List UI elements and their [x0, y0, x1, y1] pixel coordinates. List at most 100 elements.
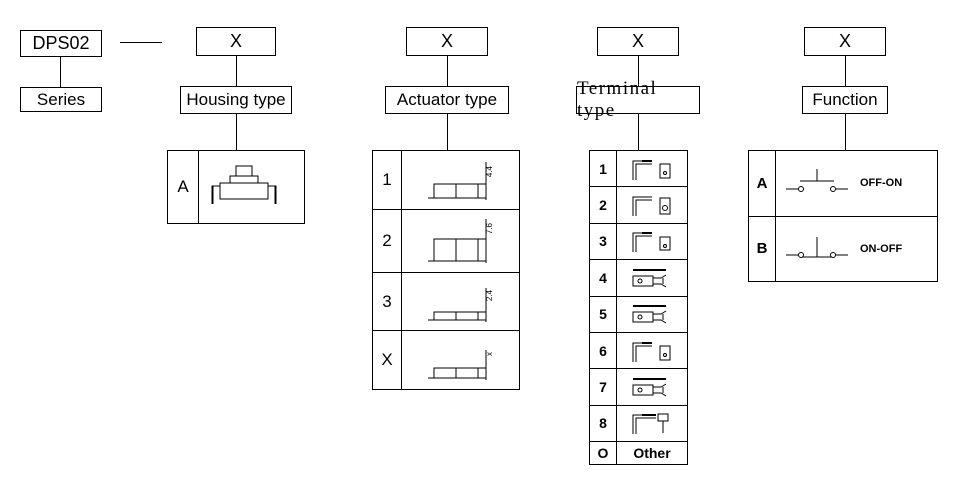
l-bracket-terminal-icon [632, 159, 671, 180]
housing-code-box: X [196, 27, 276, 56]
l-bracket-terminal-icon [632, 196, 671, 217]
option-key: 7 [589, 368, 617, 406]
terminal-label-box: Terminal type [576, 78, 700, 121]
table-row: 3 [589, 222, 688, 261]
table-row: 2 7.6 [372, 208, 520, 273]
actuator-options-table: 1 4.4 2 7.6 [372, 150, 520, 390]
dimension-label: 2.4 [485, 289, 494, 301]
function-text: OFF-ON [860, 177, 903, 190]
series-label: Series [36, 89, 86, 109]
tact-switch-housing-icon [211, 165, 276, 204]
connector-line [845, 114, 846, 150]
terminal-options-table: 1 2 3 4 5 [589, 149, 688, 465]
actuator-label-box: Actuator type [385, 86, 509, 114]
option-key: 5 [589, 295, 617, 333]
table-row: 1 [589, 149, 688, 188]
function-drawing-cell: ON-OFF [775, 215, 938, 282]
actuator-profile-icon: 7.6 [427, 218, 494, 263]
housing-label-box: Housing type [180, 86, 292, 114]
terminal-drawing-cell [616, 404, 688, 443]
terminal-drawing-cell [616, 149, 688, 188]
terminal-code-box: X [597, 27, 679, 56]
fork-terminal-icon [632, 377, 667, 397]
normally-closed-switch-icon [786, 236, 848, 258]
connector-line [447, 56, 448, 86]
normally-open-switch-icon [786, 169, 848, 193]
option-key: A [748, 150, 776, 217]
actuator-drawing-cell: 4.4 [401, 150, 520, 210]
option-key: 1 [589, 149, 617, 188]
option-key: O [589, 441, 617, 465]
dimension-label: 7.6 [485, 222, 494, 234]
table-row: 6 [589, 331, 688, 370]
connector-line [638, 56, 639, 86]
option-key: X [372, 330, 402, 390]
option-other-text: Other [616, 441, 688, 465]
table-row: 2 [589, 186, 688, 224]
connector-line [60, 57, 61, 87]
dimension-label: 4.4 [485, 165, 494, 177]
option-key: 3 [589, 222, 617, 261]
actuator-code: X [440, 31, 453, 51]
actuator-drawing-cell: 7.6 [401, 208, 520, 273]
actuator-label: Actuator type [396, 90, 498, 109]
terminal-code: X [631, 31, 644, 51]
terminal-drawing-cell [616, 331, 688, 370]
terminal-drawing-cell [616, 259, 688, 297]
function-options-table: A OFF-ON B [748, 150, 938, 282]
option-key: 6 [589, 331, 617, 370]
table-row: O Other [589, 441, 688, 465]
function-drawing-cell: OFF-ON [775, 150, 938, 217]
terminal-drawing-cell [616, 222, 688, 261]
actuator-profile-icon: 4.4 [427, 161, 494, 200]
series-label-box: Series [20, 87, 102, 112]
series-code-box: DPS02 [20, 30, 102, 57]
option-key: 1 [372, 150, 402, 210]
table-row: 7 [589, 368, 688, 406]
table-row: A OFF-ON [748, 150, 938, 217]
table-row: 5 [589, 295, 688, 333]
l-bracket-terminal-icon [632, 341, 671, 362]
connector-line [447, 114, 448, 150]
table-row: 1 4.4 [372, 150, 520, 210]
connector-line [845, 56, 846, 86]
function-label: Function [812, 90, 878, 109]
fork-terminal-icon [632, 305, 667, 324]
table-row: 8 [589, 404, 688, 443]
option-key: B [748, 215, 776, 282]
actuator-drawing-cell: 2.4 [401, 271, 520, 332]
table-row: A [167, 150, 305, 224]
dash-connector [120, 42, 162, 43]
table-row: B ON-OFF [748, 215, 938, 282]
actuator-code-box: X [406, 27, 488, 56]
pin-terminal-icon [632, 413, 669, 435]
actuator-drawing-cell: x [401, 330, 520, 390]
connector-line [638, 114, 639, 150]
table-row: 3 2.4 [372, 271, 520, 332]
option-key: 4 [589, 259, 617, 297]
function-label-box: Function [802, 86, 888, 114]
table-row: X x [372, 330, 520, 390]
series-code: DPS02 [32, 33, 90, 53]
fork-terminal-icon [632, 268, 667, 288]
housing-label: Housing type [186, 90, 286, 109]
table-row: 4 [589, 259, 688, 297]
housing-drawing-cell [198, 150, 305, 224]
dimension-label: x [485, 352, 494, 356]
housing-options-table: A [167, 150, 305, 224]
function-code-box: X [804, 27, 886, 56]
option-key: A [167, 150, 199, 224]
connector-line [236, 114, 237, 150]
terminal-label: Terminal type [577, 78, 658, 121]
terminal-drawing-cell [616, 368, 688, 406]
function-text: ON-OFF [860, 242, 903, 255]
function-code: X [838, 31, 851, 51]
connector-line [236, 56, 237, 86]
terminal-drawing-cell [616, 295, 688, 333]
l-bracket-terminal-icon [632, 232, 671, 253]
option-key: 2 [372, 208, 402, 273]
option-key: 3 [372, 271, 402, 332]
option-key: 2 [589, 186, 617, 224]
actuator-profile-icon: 2.4 [427, 287, 494, 322]
actuator-profile-icon: x [427, 350, 494, 381]
